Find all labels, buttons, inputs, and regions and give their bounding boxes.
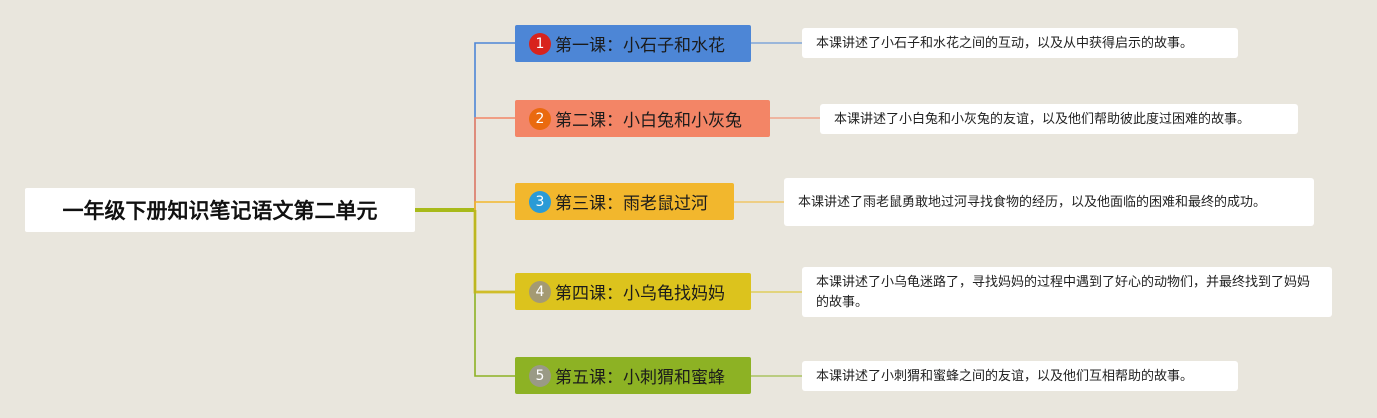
lesson-3-description-text: 本课讲述了雨老鼠勇敢地过河寻找食物的经历，以及他面临的困难和最终的成功。 [798, 194, 1267, 210]
lesson-2-title: 第二课：小白兔和小灰兔 [555, 111, 742, 131]
lesson-5-topic[interactable]: 5 第五课：小刺猬和蜜蜂 [515, 357, 751, 394]
number-badge-4: 4 [529, 280, 551, 303]
lesson-3-description[interactable]: 本课讲述了雨老鼠勇敢地过河寻找食物的经历，以及他面临的困难和最终的成功。 [784, 178, 1314, 226]
lesson-1-title: 第一课：小石子和水花 [555, 36, 725, 56]
branch-connector-1 [474, 42, 515, 210]
root-topic-title: 一年级下册知识笔记语文第二单元 [62, 199, 378, 223]
lesson-5-description[interactable]: 本课讲述了小刺猬和蜜蜂之间的友谊，以及他们互相帮助的故事。 [802, 361, 1238, 391]
lesson-5-title: 第五课：小刺猬和蜜蜂 [555, 368, 725, 388]
root-topic[interactable]: 一年级下册知识笔记语文第二单元 [25, 188, 415, 232]
lesson-2-description-text: 本课讲述了小白兔和小灰兔的友谊，以及他们帮助彼此度过困难的故事。 [834, 111, 1251, 127]
lesson-4-description-text: 本课讲述了小乌龟迷路了，寻找妈妈的过程中遇到了好心的动物们，并最终找到了妈妈的故… [816, 274, 1311, 310]
lesson-1-topic[interactable]: 1 第一课：小石子和水花 [515, 25, 751, 62]
lesson-3-topic[interactable]: 3 第三课：雨老鼠过河 [515, 183, 734, 220]
spine-highlight [473, 210, 515, 294]
number-badge-5: 5 [529, 364, 551, 387]
number-badge-1: 1 [529, 32, 551, 55]
number-badge-3: 3 [529, 190, 551, 213]
lesson-4-title: 第四课：小乌龟找妈妈 [555, 284, 725, 304]
lesson-4-topic[interactable]: 4 第四课：小乌龟找妈妈 [515, 273, 751, 310]
number-badge-2: 2 [529, 107, 551, 130]
lesson-1-description-text: 本课讲述了小石子和水花之间的互动，以及从中获得启示的故事。 [816, 35, 1194, 51]
branch-connector-3 [474, 201, 515, 210]
lesson-3-title: 第三课：雨老鼠过河 [555, 194, 708, 214]
lesson-2-description[interactable]: 本课讲述了小白兔和小灰兔的友谊，以及他们帮助彼此度过困难的故事。 [820, 104, 1298, 134]
lesson-2-topic[interactable]: 2 第二课：小白兔和小灰兔 [515, 100, 770, 137]
lesson-5-description-text: 本课讲述了小刺猬和蜜蜂之间的友谊，以及他们互相帮助的故事。 [816, 368, 1194, 384]
branch-connector-4 [474, 210, 515, 293]
branch-connector-2 [474, 117, 515, 210]
lesson-1-description[interactable]: 本课讲述了小石子和水花之间的互动，以及从中获得启示的故事。 [802, 28, 1238, 58]
lesson-4-description[interactable]: 本课讲述了小乌龟迷路了，寻找妈妈的过程中遇到了好心的动物们，并最终找到了妈妈的故… [802, 267, 1332, 317]
